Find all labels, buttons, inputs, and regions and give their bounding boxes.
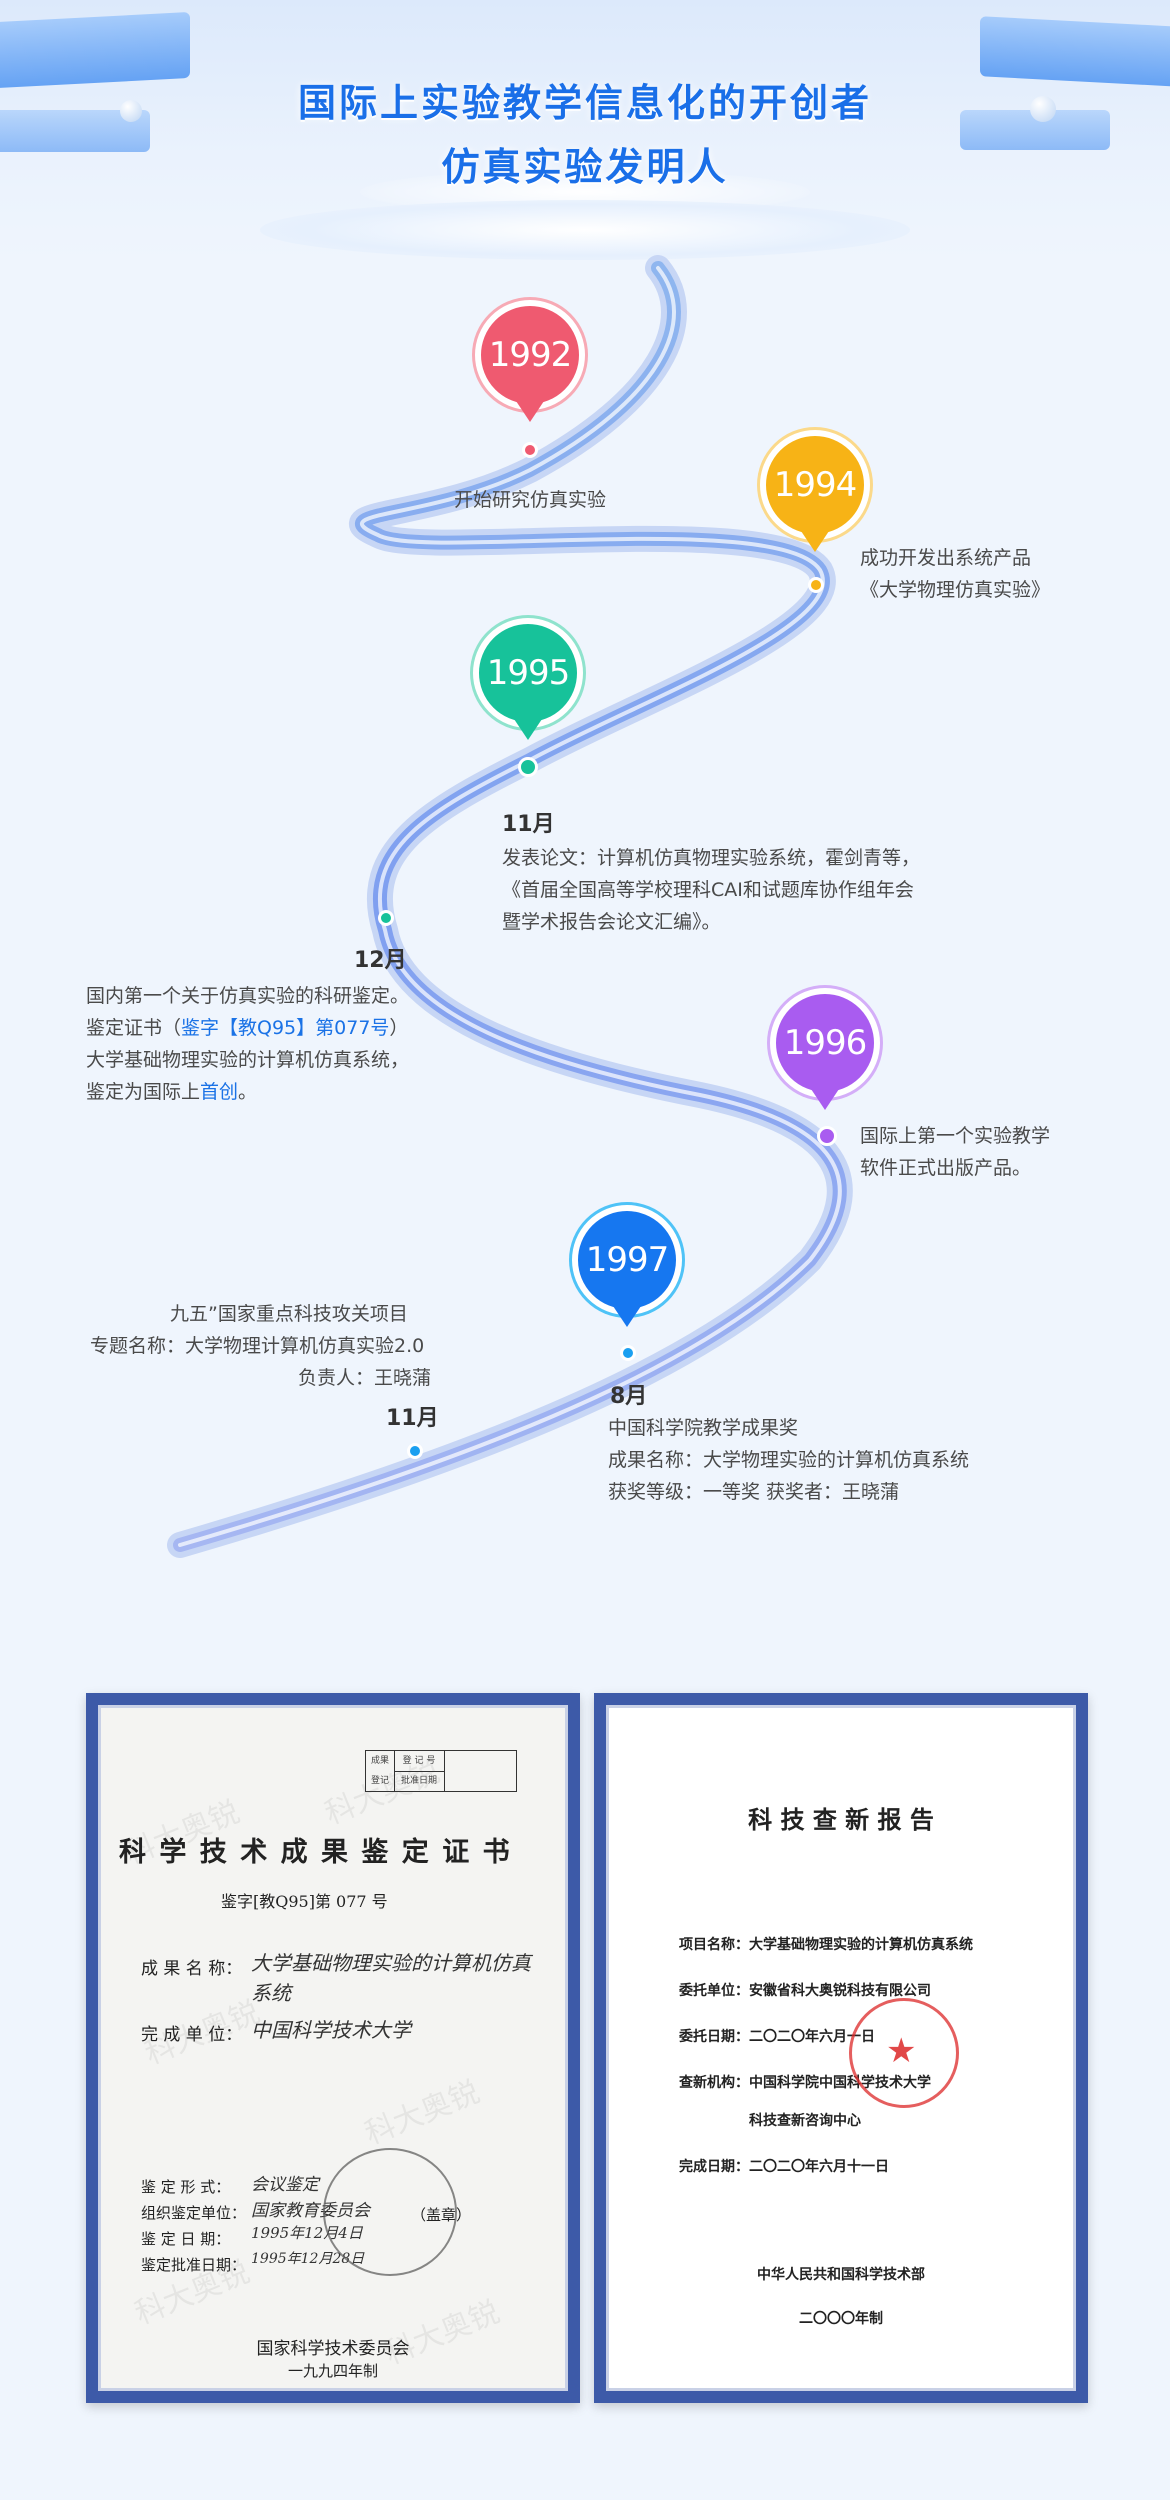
- table-cell: 登记: [370, 1776, 389, 1786]
- timeline-dot: [518, 757, 538, 777]
- year-label: 1997: [585, 1240, 670, 1280]
- milestone-text: 鉴定证书（鉴字【教Q95】第077号）: [86, 1017, 409, 1039]
- issuer: 国家科学技术委员会: [256, 2339, 410, 2359]
- field-label: 成 果 名 称：: [141, 1959, 243, 1979]
- year-label: 1995: [486, 653, 571, 693]
- field-label: 鉴 定 形 式：: [141, 2178, 231, 2196]
- month-label: 11月: [502, 812, 555, 837]
- milestone-text: 成功开发出系统产品: [860, 547, 1032, 569]
- year-marker-1994: 1994: [760, 430, 870, 560]
- milestone-text: 九五”国家重点科技攻关项目: [170, 1303, 408, 1325]
- milestone-text: 负责人：王晓蒲: [298, 1367, 432, 1389]
- milestone-text: 开始研究仿真实验: [454, 489, 607, 511]
- milestone-text: 鉴定为国际上首创。: [86, 1081, 258, 1103]
- timeline-dot: [522, 442, 538, 458]
- milestone-text: 中国科学院教学成果奖: [608, 1417, 799, 1439]
- field-value-handwritten: 大学基础物理实验的计算机仿真系统: [251, 1951, 531, 2005]
- registration-table: 成果 登记 登 记 号 批准日期: [365, 1750, 517, 1792]
- first-innovation-link[interactable]: 首创: [200, 1081, 239, 1103]
- year-label: 1996: [783, 1023, 868, 1063]
- timeline-dot: [817, 1126, 837, 1146]
- timeline-dot: [407, 1443, 423, 1459]
- star-icon: ★: [886, 2031, 917, 2071]
- certificate-number-link[interactable]: 鉴字【教Q95】第077号: [181, 1017, 390, 1039]
- table-cell: 登 记 号: [394, 1751, 445, 1772]
- field-label: 组织鉴定单位：: [141, 2204, 247, 2222]
- milestone-text: 大学基础物理实验的计算机仿真系统，: [86, 1049, 410, 1071]
- field-label: 完 成 单 位：: [141, 2025, 243, 2045]
- appraisal-certificate: 科大奥锐 科大奥锐 科大奥锐 科大奥锐 科大奥锐 科大奥锐 成果 登记 登 记 …: [86, 1693, 580, 2403]
- report-row: 科技查新咨询中心: [749, 2113, 861, 2129]
- milestone-text: 暨学术报告会论文汇编》。: [502, 911, 721, 933]
- decorative-platform: [260, 200, 910, 260]
- report-issuer: 中华人民共和国科学技术部: [757, 2267, 925, 2283]
- timeline-dot: [808, 577, 824, 593]
- month-label: 8月: [610, 1384, 648, 1409]
- field-value-handwritten: 1995年12月28日: [251, 2251, 365, 2267]
- decorative-sphere: [120, 100, 142, 122]
- milestone-text: 《大学物理仿真实验》: [860, 579, 1051, 601]
- table-cell: 批准日期: [394, 1771, 445, 1791]
- certificate-number: 鉴字[教Q95]第 077 号: [221, 1892, 388, 1911]
- milestone-text: 国内第一个关于仿真实验的科研鉴定。: [86, 985, 410, 1007]
- field-value-handwritten: 会议鉴定: [251, 2175, 319, 2195]
- report-row: 委托日期：二〇二〇年六月一日: [679, 2029, 875, 2045]
- field-label: 鉴定批准日期：: [141, 2256, 247, 2274]
- year-label: 1994: [773, 465, 858, 505]
- report-row: 项目名称：大学基础物理实验的计算机仿真系统: [679, 1937, 973, 1953]
- milestone-text: 成果名称：大学物理实验的计算机仿真系统: [608, 1449, 970, 1471]
- year-marker-1992: 1992: [475, 300, 585, 430]
- report-issue-date: 二〇〇〇年制: [799, 2311, 883, 2327]
- issue-date: 一九九四年制: [287, 2362, 378, 2380]
- seal-stamp: [323, 2148, 457, 2276]
- field-label: 鉴 定 日 期：: [141, 2230, 231, 2248]
- year-label: 1992: [488, 335, 573, 375]
- hero-banner: 国际上实验教学信息化的开创者 仿真实验发明人: [0, 0, 1170, 260]
- milestone-text: 获奖等级：一等奖 获奖者：王晓蒲: [608, 1481, 900, 1503]
- page-title: 国际上实验教学信息化的开创者: [297, 81, 872, 125]
- year-marker-1995: 1995: [473, 618, 583, 748]
- decorative-sphere: [1030, 96, 1056, 122]
- milestone-text: 发表论文：计算机仿真物理实验系统，霍剑青等，: [502, 847, 921, 869]
- timeline-dot: [620, 1345, 636, 1361]
- year-marker-1997: 1997: [572, 1205, 682, 1335]
- red-seal-stamp: ★: [849, 1998, 959, 2108]
- milestone-text: 软件正式出版产品。: [860, 1157, 1032, 1179]
- month-label: 11月: [386, 1406, 439, 1431]
- year-marker-1996: 1996: [770, 988, 880, 1118]
- report-row: 委托单位：安徽省科大奥锐科技有限公司: [679, 1983, 931, 1999]
- timeline-dot: [378, 910, 394, 926]
- page-subtitle: 仿真实验发明人: [441, 145, 729, 189]
- milestone-text: 国际上第一个实验教学: [860, 1125, 1051, 1147]
- milestone-text: 《首届全国高等学校理科CAI和试题库协作组年会: [502, 879, 914, 901]
- watermark: 科大奥锐: [360, 2074, 485, 2152]
- table-cell: 成果: [370, 1756, 389, 1766]
- certificate-title: 科 学 技 术 成 果 鉴 定 证 书: [119, 1837, 512, 1868]
- field-value-handwritten: 中国科学技术大学: [251, 2018, 411, 2042]
- report-row: 完成日期：二〇二〇年六月十一日: [679, 2159, 889, 2175]
- milestone-text: 专题名称：大学物理计算机仿真实验2.0: [90, 1335, 425, 1357]
- report-title: 科 技 查 新 报 告: [748, 1805, 934, 1834]
- month-label: 12月: [354, 948, 407, 973]
- novelty-search-report: 科 技 查 新 报 告 项目名称：大学基础物理实验的计算机仿真系统 委托单位：安…: [594, 1693, 1088, 2403]
